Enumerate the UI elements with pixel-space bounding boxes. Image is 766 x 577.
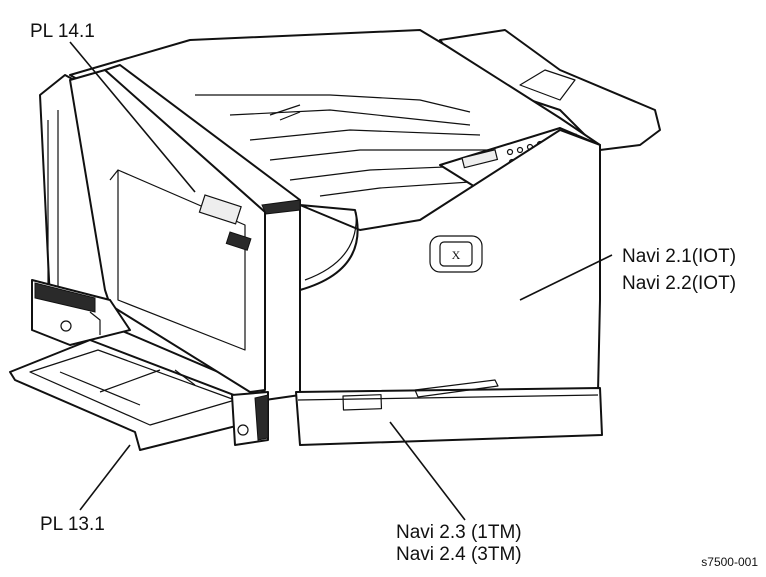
base-left [31,279,131,346]
logo-text: X [452,248,461,262]
left-door [69,69,266,393]
leader-lines [69,41,613,521]
printer-front-panel [299,129,601,396]
callout-pl-14-1: PL 14.1 [30,21,95,42]
door-frame [104,64,301,215]
paper-tray [295,379,603,446]
callout-navi-2-4: Navi 2.4 (3TM) [396,544,522,565]
figure-id: s7500-001 [701,555,758,569]
leader-top-left [69,41,196,193]
leader-bottom-left [79,444,131,511]
xerox-logo: X [429,235,483,273]
leader-bottom [389,421,466,521]
leader-right [519,254,613,301]
callout-navi-2-3: Navi 2.3 (1TM) [396,522,522,543]
callout-navi-2-2: Navi 2.2(IOT) [622,273,736,294]
callout-pl-13-1: PL 13.1 [40,514,105,535]
callout-navi-2-1: Navi 2.1(IOT) [622,246,736,267]
bypass-tray [9,339,269,451]
